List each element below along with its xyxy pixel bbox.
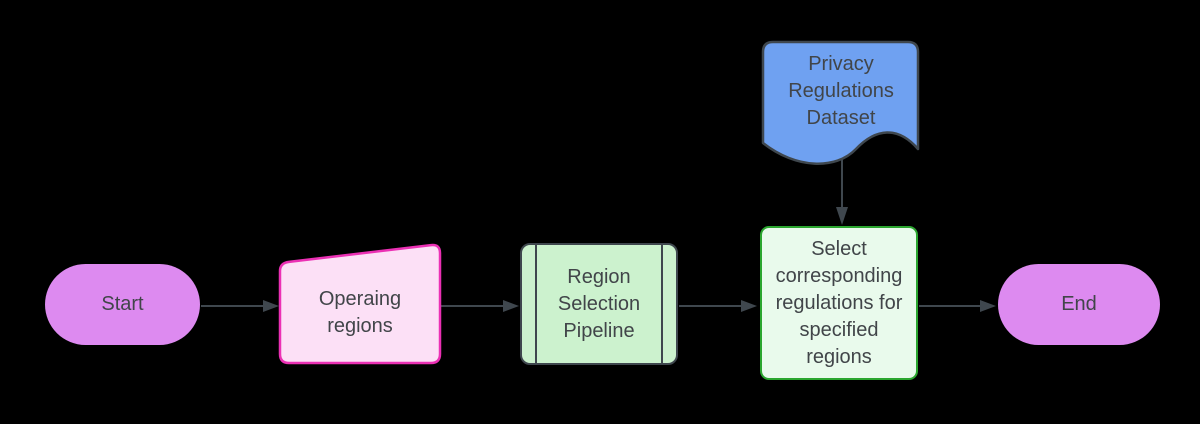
node-select-regulations: Select corresponding regulations for spe… <box>760 226 918 380</box>
node-end: End <box>998 264 1160 345</box>
connector-region-selection-pipeline-to-select-regulations <box>679 300 757 312</box>
document-shape <box>761 40 920 165</box>
predefined-process-right-bar <box>661 245 663 363</box>
node-select-regulations-label: Select corresponding regulations for spe… <box>775 237 903 368</box>
node-region-selection-pipeline: Region Selection Pipeline <box>520 243 678 365</box>
node-operating-regions: Operaing regions <box>278 242 442 367</box>
connector-select-regulations-to-end <box>919 300 996 312</box>
node-privacy-regulations-dataset-label: Privacy Regulations Dataset <box>788 52 894 129</box>
node-start: Start <box>45 264 200 345</box>
node-end-label: End <box>1061 293 1097 315</box>
node-region-selection-pipeline-label: Region Selection Pipeline <box>557 265 641 342</box>
node-start-label: Start <box>101 293 144 315</box>
connector-operating-regions-to-region-selection-pipeline <box>441 300 519 312</box>
predefined-process-left-bar <box>535 245 537 363</box>
connector-start-to-operating-regions <box>201 300 279 312</box>
node-operating-regions-label: Operaing regions <box>318 287 402 337</box>
manual-input-shape <box>278 243 442 365</box>
node-privacy-regulations-dataset: Privacy Regulations Dataset <box>760 38 922 168</box>
